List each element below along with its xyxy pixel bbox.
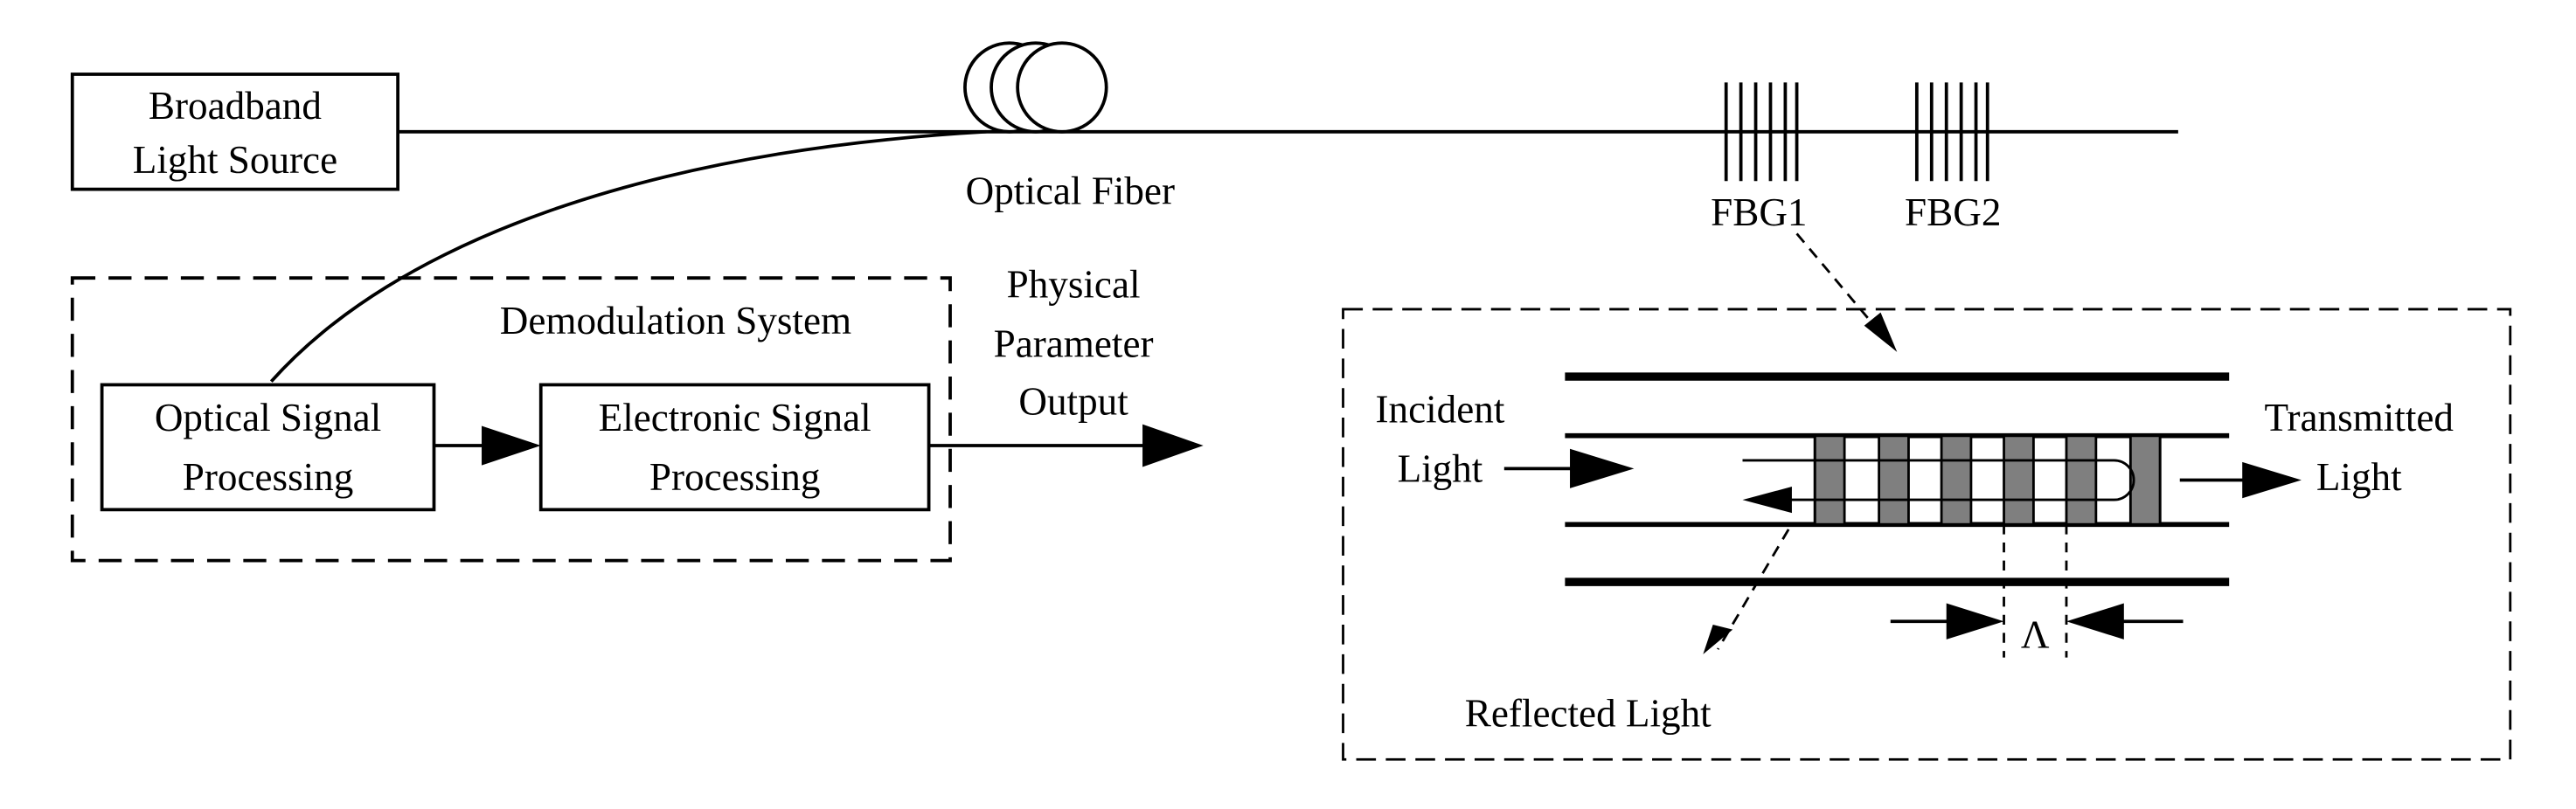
grating-bars [1813, 434, 2162, 526]
source-label-line1: Broadband [149, 84, 322, 128]
period-arrow-left-icon [1946, 603, 2004, 640]
output-label-line2: Parameter [994, 322, 1154, 365]
electronic-processing-line1: Electronic Signal [599, 396, 871, 439]
detail-pointer-arrow-icon [1864, 312, 1898, 352]
grating-bar [2128, 434, 2162, 526]
demodulation-system-title: Demodulation System [500, 299, 851, 342]
grating-outline [1813, 434, 2162, 526]
fbg2-grating [1914, 82, 1989, 182]
transmitted-arrow-icon [2242, 461, 2302, 499]
transmitted-light-line2: Light [2316, 455, 2402, 499]
optical-processing-line2: Processing [183, 455, 354, 499]
electronic-signal-processing-box: Electronic Signal Processing [538, 383, 931, 512]
grating-bar [2065, 434, 2098, 526]
incident-light-line1: Incident [1376, 388, 1505, 432]
output-label-line1: Physical [1007, 263, 1141, 307]
reflection-path [1742, 459, 2135, 501]
fbg1-label: FBG1 [1711, 190, 1807, 234]
detail-pointer-line [1795, 232, 1885, 338]
processing-arrow-icon [482, 425, 541, 466]
reflected-pointer-line [1717, 529, 1790, 650]
broadband-light-source: Broadband Light Source [70, 73, 400, 191]
optical-signal-processing-box: Optical Signal Processing [100, 383, 436, 512]
reflection-arrow-icon [1742, 487, 1792, 514]
output-arrow-icon [1142, 424, 1204, 467]
transmitted-light-line1: Transmitted [2265, 396, 2454, 439]
fbg2-label: FBG2 [1905, 190, 2001, 234]
reflected-arrow-icon [1703, 625, 1733, 654]
period-arrow-right-icon [2066, 603, 2124, 640]
incident-light-line2: Light [1398, 446, 1483, 490]
fbg1-grating [1724, 82, 1799, 182]
return-fiber-curve [269, 129, 987, 383]
grating-bar [1813, 434, 1846, 526]
output-label-line3: Output [1018, 379, 1128, 423]
incident-arrow-icon [1570, 448, 1635, 488]
optical-fiber-label: Optical Fiber [966, 169, 1175, 213]
grating-bar [1940, 434, 1973, 526]
period-symbol: Λ [2021, 612, 2050, 656]
reflected-light-label: Reflected Light [1465, 692, 1712, 736]
source-label-line2: Light Source [133, 138, 337, 182]
grating-bar [2003, 434, 2035, 526]
grating-bar [1878, 434, 1910, 526]
electronic-processing-line2: Processing [649, 455, 821, 499]
optical-processing-line1: Optical Signal [155, 396, 381, 439]
fbg-detail-box [1342, 308, 2512, 761]
demodulation-system-box [70, 276, 952, 563]
fiber-coil-icon [963, 41, 1108, 134]
